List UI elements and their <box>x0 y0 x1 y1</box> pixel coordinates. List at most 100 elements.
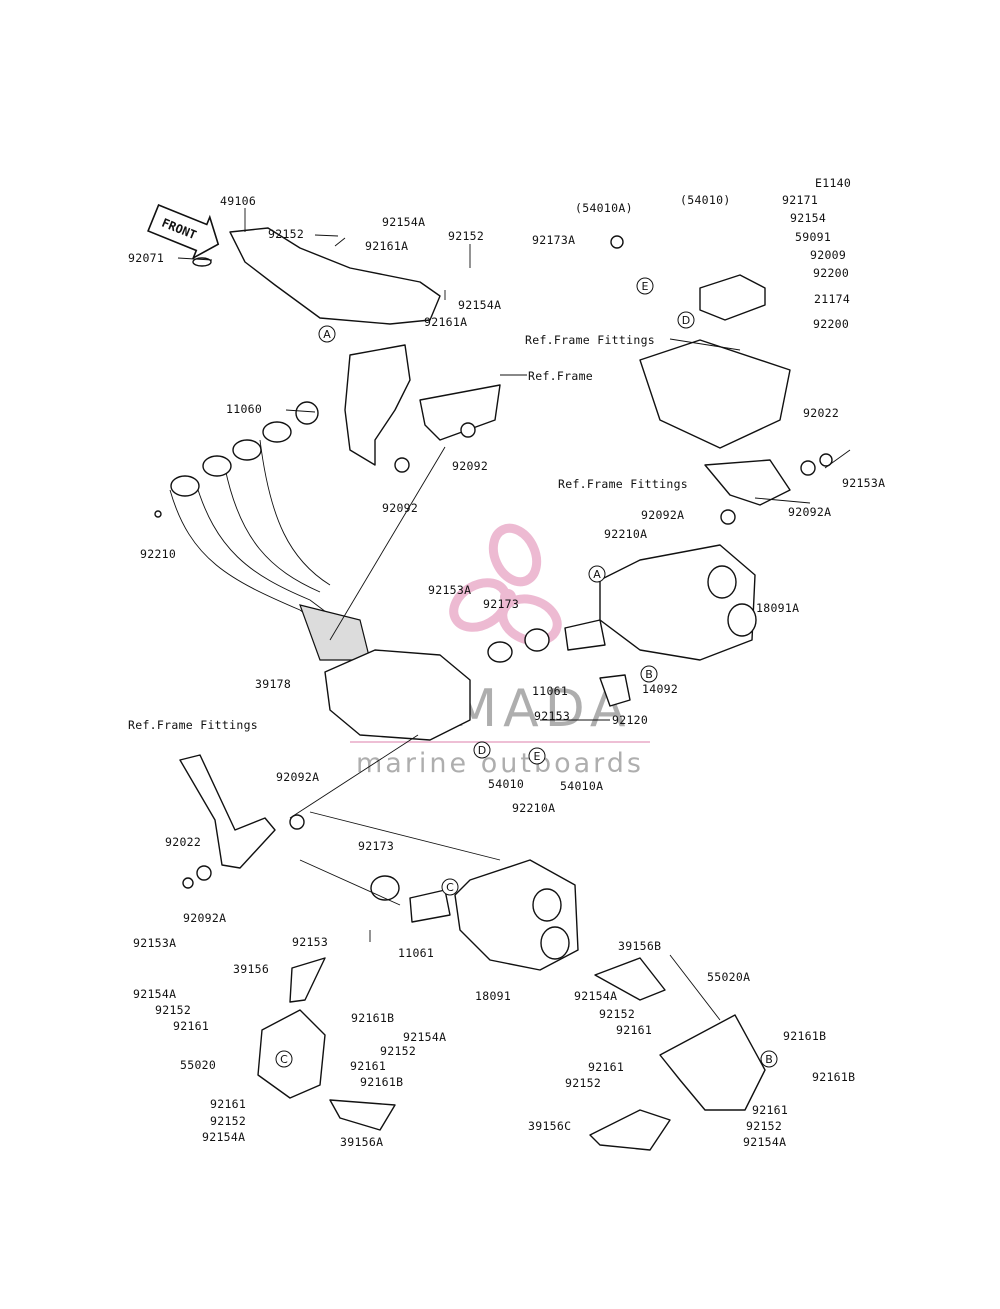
part-label: 92161B <box>351 1011 394 1025</box>
part-label: (54010) <box>680 193 731 207</box>
grommet-92092a-l2 <box>196 865 212 881</box>
nut-92210 <box>154 510 162 518</box>
part-label: 92092 <box>382 501 418 515</box>
part-label: 11061 <box>532 684 568 698</box>
part-label: Ref.Frame <box>528 369 593 383</box>
part-label: 92152 <box>565 1076 601 1090</box>
part-label: 92009 <box>810 248 846 262</box>
callout-d-top: D <box>677 311 695 329</box>
callout-a-mid: A <box>588 565 606 583</box>
part-label: 92154A <box>403 1030 446 1044</box>
part-label: 11060 <box>226 402 262 416</box>
gasket-11061-right <box>524 628 550 652</box>
part-label: 92154A <box>382 215 425 229</box>
part-label: 92161 <box>588 1060 624 1074</box>
part-label: 92152 <box>210 1114 246 1128</box>
grommet-92092-a <box>394 457 410 473</box>
part-label: 92173A <box>532 233 575 247</box>
muffler-18091a <box>599 544 756 661</box>
svg-text:B: B <box>645 668 653 681</box>
part-label: 92173 <box>483 597 519 611</box>
part-label: 92152 <box>599 1007 635 1021</box>
part-label: 92161B <box>360 1075 403 1089</box>
part-label: 92022 <box>803 406 839 420</box>
part-label: 92210A <box>512 801 555 815</box>
part-label: 92161A <box>424 315 467 329</box>
part-label: 92154A <box>133 987 176 1001</box>
part-label: 21174 <box>814 292 850 306</box>
part-label: 54010 <box>488 777 524 791</box>
part-label: 55020A <box>707 970 750 984</box>
part-label: 92161 <box>210 1097 246 1111</box>
part-label: 92161B <box>812 1070 855 1084</box>
sensor-housing-21174 <box>699 274 766 321</box>
cover-55020a <box>659 1014 766 1111</box>
part-label: 92200 <box>813 266 849 280</box>
part-label: 92161B <box>783 1029 826 1043</box>
grommet-92092a-r2 <box>800 460 816 476</box>
part-label: 92154 <box>790 211 826 225</box>
callout-c-mid: C <box>441 878 459 896</box>
part-label: 92161 <box>173 1019 209 1033</box>
svg-text:D: D <box>478 744 486 757</box>
part-label: 14092 <box>642 682 678 696</box>
watermark-logo-icon <box>449 523 562 646</box>
part-label: 92161 <box>752 1103 788 1117</box>
connector-pipe-left <box>409 889 451 923</box>
bracket-14092 <box>599 674 631 707</box>
part-label: 92153A <box>842 476 885 490</box>
cover-39156b <box>594 957 666 1001</box>
part-label: 11061 <box>398 946 434 960</box>
frame-bracket <box>344 344 501 466</box>
part-label: Ref.Frame Fittings <box>558 477 688 491</box>
part-label: 92210A <box>604 527 647 541</box>
part-label: Ref.Frame Fittings <box>128 718 258 732</box>
part-label: 92152 <box>268 227 304 241</box>
svg-text:B: B <box>765 1053 773 1066</box>
part-label: 92154A <box>202 1130 245 1144</box>
part-label: 92161 <box>616 1023 652 1037</box>
part-label: Ref.Frame Fittings <box>525 333 655 347</box>
part-label: (54010A) <box>575 201 633 215</box>
diagram-code: E1140 <box>815 176 851 190</box>
watermark-subtitle: marine outboards <box>356 748 644 779</box>
part-label: 92152 <box>746 1119 782 1133</box>
part-label: 92173 <box>358 839 394 853</box>
part-label: 92092A <box>276 770 319 784</box>
part-label: 39156C <box>528 1119 571 1133</box>
callout-c-low: C <box>275 1050 293 1068</box>
svg-text:A: A <box>593 568 601 581</box>
callout-d-mid: D <box>473 741 491 759</box>
part-label: 92161 <box>350 1059 386 1073</box>
part-label: 92092A <box>641 508 684 522</box>
part-label: 92154A <box>743 1135 786 1149</box>
svg-text:E: E <box>642 280 649 293</box>
heat-guard-49106 <box>229 227 441 325</box>
part-label: 92022 <box>165 835 201 849</box>
part-label: 92092A <box>788 505 831 519</box>
frame-fitting-left <box>179 754 276 869</box>
part-label: 92171 <box>782 193 818 207</box>
part-label: 92153 <box>292 935 328 949</box>
part-label: 92092 <box>452 459 488 473</box>
part-label: 92071 <box>128 251 164 265</box>
part-label: 18091 <box>475 989 511 1003</box>
part-label: 54010A <box>560 779 603 793</box>
callout-e-mid: E <box>528 747 546 765</box>
gasket-11060 <box>295 401 319 425</box>
part-label: 92152 <box>380 1044 416 1058</box>
callout-a-top: A <box>318 325 336 343</box>
part-labels: 49106 92152 92154A 92161A 92152 92154A 9… <box>128 193 885 1149</box>
clamp-92173-left <box>370 875 400 901</box>
part-label: 92152 <box>448 229 484 243</box>
part-label: 92161A <box>365 239 408 253</box>
exhaust-header-pipes <box>169 421 371 661</box>
part-label: 39156B <box>618 939 661 953</box>
clamp-92173-right <box>487 641 513 663</box>
part-label: 92210 <box>140 547 176 561</box>
part-label: 92200 <box>813 317 849 331</box>
part-label: 92152 <box>155 1003 191 1017</box>
part-label: 55020 <box>180 1058 216 1072</box>
